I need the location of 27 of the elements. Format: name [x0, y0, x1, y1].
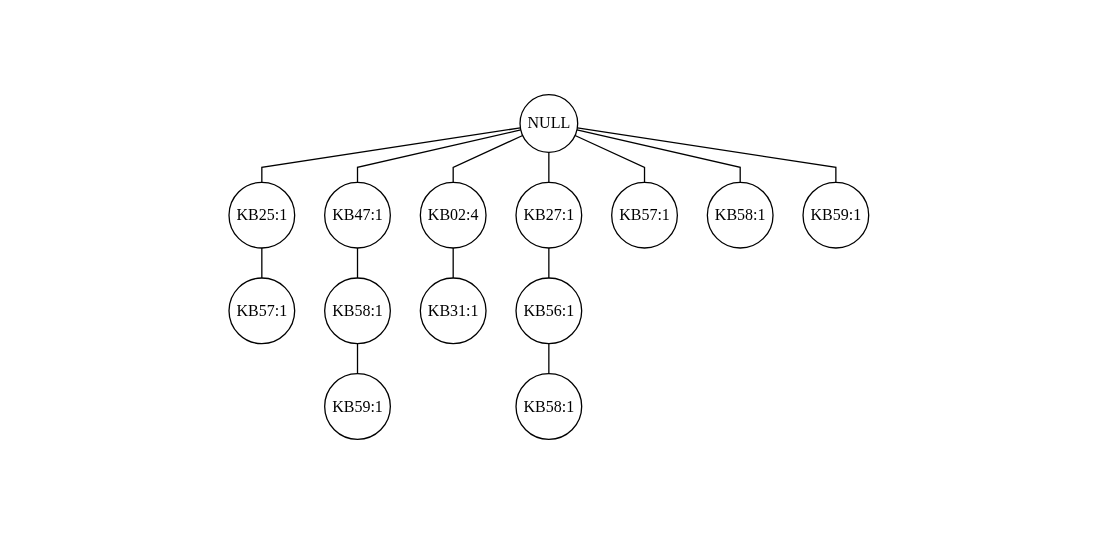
node-circle: KB59:1 [802, 181, 869, 249]
connector [452, 247, 454, 279]
connector [547, 343, 550, 375]
node-circle: KB59:1 [323, 373, 391, 440]
node-circle: KB31:1 [419, 277, 487, 345]
connector [547, 247, 550, 279]
connector [576, 127, 837, 183]
node-circle: KB27:1 [515, 181, 582, 249]
node-circle: KB25:1 [228, 181, 295, 249]
node-circle: KB56:1 [515, 277, 582, 345]
connector [356, 343, 358, 375]
connector [574, 134, 645, 183]
connector [260, 247, 263, 279]
node-circle: KB47:1 [323, 181, 391, 249]
node-circle: KB57:1 [228, 277, 295, 345]
connector [356, 129, 522, 183]
node-circle: KB57:1 [610, 181, 678, 249]
node-circle: NULL [519, 94, 578, 153]
connector [356, 247, 358, 279]
connector [547, 151, 550, 183]
connector [575, 129, 741, 183]
connector [452, 134, 523, 183]
node-circle: KB58:1 [323, 277, 391, 345]
node-circle: KB02:4 [419, 181, 487, 249]
node-circle: KB58:1 [706, 181, 774, 249]
connector [260, 127, 521, 183]
node-circle: KB58:1 [515, 373, 582, 440]
